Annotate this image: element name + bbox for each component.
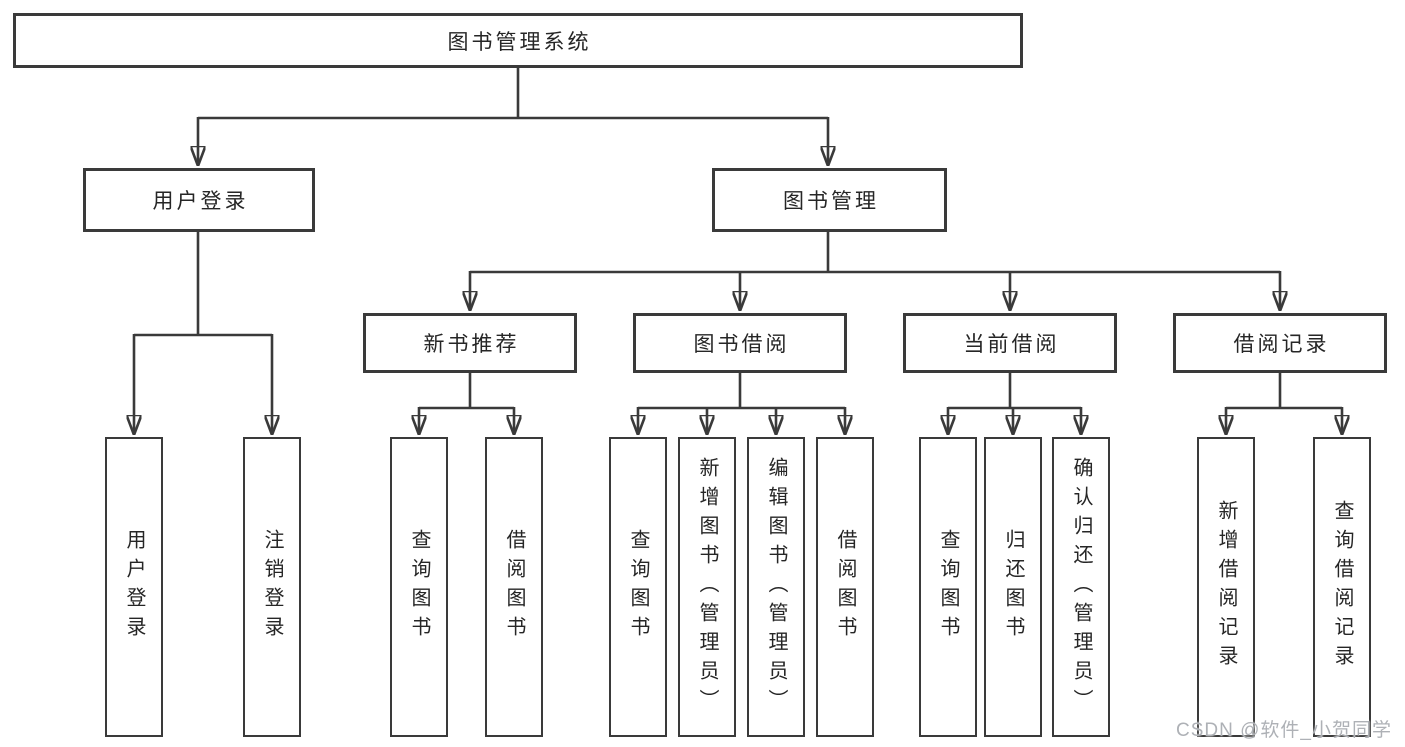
node-borrow-records: 借阅记录 bbox=[1173, 313, 1387, 373]
leaf-records-add-record: 新增借阅记录 bbox=[1197, 437, 1255, 737]
leaf-current-confirm-return-admin: 确认归还（管理员） bbox=[1052, 437, 1110, 737]
leaf-records-query-record: 查询借阅记录 bbox=[1313, 437, 1371, 737]
leaf-logout: 注销登录 bbox=[243, 437, 301, 737]
leaf-borrow-borrow-book: 借阅图书 bbox=[816, 437, 874, 737]
csdn-watermark: CSDN @软件_小贺同学 bbox=[1176, 720, 1392, 741]
node-user-login: 用户登录 bbox=[83, 168, 315, 232]
leaf-current-query-book: 查询图书 bbox=[919, 437, 977, 737]
leaf-borrow-add-book-admin: 新增图书（管理员） bbox=[678, 437, 736, 737]
node-current-borrow: 当前借阅 bbox=[903, 313, 1117, 373]
node-root-library-system: 图书管理系统 bbox=[13, 13, 1023, 68]
leaf-newrec-query-book: 查询图书 bbox=[390, 437, 448, 737]
leaf-user-login: 用户登录 bbox=[105, 437, 163, 737]
node-book-management: 图书管理 bbox=[712, 168, 947, 232]
node-book-borrow: 图书借阅 bbox=[633, 313, 847, 373]
leaf-borrow-query-book: 查询图书 bbox=[609, 437, 667, 737]
leaf-borrow-edit-book-admin: 编辑图书（管理员） bbox=[747, 437, 805, 737]
node-new-book-recommend: 新书推荐 bbox=[363, 313, 577, 373]
leaf-current-return-book: 归还图书 bbox=[984, 437, 1042, 737]
leaf-newrec-borrow-book: 借阅图书 bbox=[485, 437, 543, 737]
